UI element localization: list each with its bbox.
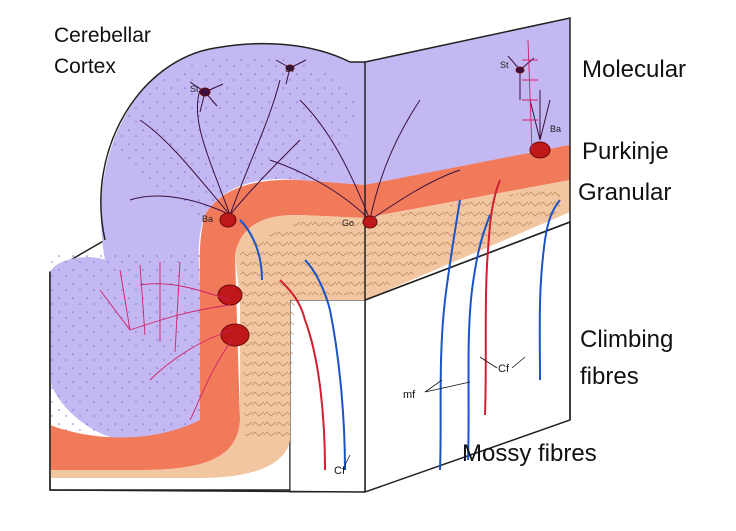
molecular-layer xyxy=(50,18,570,442)
label-cortex: Cortex xyxy=(54,55,116,78)
label-molecular: Molecular xyxy=(582,56,687,83)
granular-layer xyxy=(50,180,570,478)
cell-label-st-1: St xyxy=(190,84,199,94)
label-mossy-fibres: Mossy fibres xyxy=(462,440,597,467)
label-granular: Granular xyxy=(578,179,672,206)
cell-label-cf-2: Cf xyxy=(334,465,346,477)
label-cerebellar: Cerebellar xyxy=(54,24,151,47)
dendrites xyxy=(129,55,551,221)
cell-label-go: Go xyxy=(342,218,354,228)
cell-label-st-3: St xyxy=(500,60,509,70)
label-climbing: Climbing xyxy=(580,326,674,353)
block-outline xyxy=(49,17,571,493)
label-purkinje: Purkinje xyxy=(582,138,669,165)
label-fibres: fibres xyxy=(580,363,639,390)
climbing-fibres xyxy=(279,179,501,471)
cell-label-st-2: St xyxy=(285,64,294,74)
basket-axons xyxy=(99,39,538,421)
cell-label-mf: mf xyxy=(403,389,416,401)
cell-label-cf-1: Cf xyxy=(498,363,510,375)
purkinje-cells xyxy=(199,64,551,347)
mossy-fibres xyxy=(239,199,561,471)
pointer-lines xyxy=(344,356,526,466)
cell-label-ba-2: Ba xyxy=(550,124,561,134)
cell-label-ba-1: Ba xyxy=(202,214,213,224)
